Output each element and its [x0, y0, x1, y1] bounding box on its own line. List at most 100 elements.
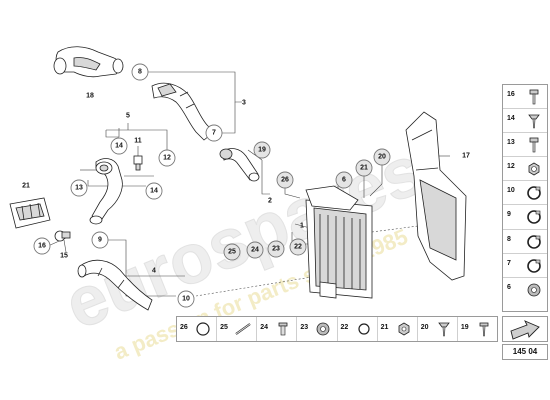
legend-number: 6 — [507, 283, 511, 291]
svg-text:19: 19 — [258, 147, 266, 154]
hose-clamp-icon — [527, 258, 541, 273]
svg-text:6: 6 — [342, 177, 346, 184]
legend-item[interactable]: 10 — [503, 181, 547, 206]
callout-26[interactable]: 26 — [276, 171, 294, 189]
label-11: 11 — [134, 138, 142, 145]
torx-bolt-icon — [529, 89, 539, 105]
next-page-button[interactable] — [502, 316, 548, 342]
screw-icon — [479, 322, 489, 337]
legend-item[interactable]: 21 — [378, 317, 418, 341]
nut-icon — [528, 162, 540, 176]
grommet-icon — [527, 283, 541, 297]
callout-14[interactable]: 14 — [110, 137, 128, 155]
callout-25[interactable]: 25 — [223, 243, 241, 261]
callout-6[interactable]: 6 — [335, 171, 353, 189]
svg-text:21: 21 — [360, 165, 368, 172]
callout-22[interactable]: 22 — [289, 238, 307, 256]
label-4: 4 — [152, 268, 156, 275]
svg-text:14: 14 — [115, 143, 123, 150]
callout-10[interactable]: 10 — [177, 290, 195, 308]
part-18-intake-duct — [53, 46, 124, 78]
o-ring-icon — [357, 323, 370, 335]
label-3: 3 — [242, 100, 246, 107]
legend-number: 22 — [340, 324, 349, 331]
legend-item[interactable]: 22 — [338, 317, 378, 341]
legend-item[interactable]: 20 — [418, 317, 458, 341]
legend-item[interactable]: 7 — [503, 254, 547, 278]
plain-label-list: 18 3 5 11 21 15 4 2 1 17 — [22, 93, 470, 275]
legend-number: 26 — [180, 324, 188, 331]
legend-item[interactable]: 16 — [503, 85, 547, 110]
hose-clamp-icon — [527, 186, 541, 201]
legend-number: 14 — [507, 115, 515, 123]
callout-21[interactable]: 21 — [355, 159, 373, 177]
part-21-sensor-housing — [9, 197, 51, 229]
callout-9[interactable]: 9 — [91, 231, 109, 249]
svg-text:16: 16 — [38, 243, 46, 250]
legend-item[interactable]: 24 — [257, 317, 298, 341]
label-18: 18 — [86, 93, 94, 100]
legend-number: 8 — [507, 235, 511, 243]
part-1-intercooler — [305, 185, 373, 299]
nut-icon — [398, 322, 410, 336]
callout-8[interactable]: 8 — [131, 63, 149, 81]
callout-list: 8 7 14 12 13 14 16 9 10 19 26 6 21 20 25… — [33, 63, 391, 308]
callout-7[interactable]: 7 — [205, 124, 223, 142]
legend-item[interactable]: 9 — [503, 205, 547, 230]
callout-16[interactable]: 16 — [33, 237, 51, 255]
callout-12[interactable]: 12 — [158, 149, 176, 167]
svg-text:22: 22 — [294, 244, 302, 251]
part-11-sensor — [133, 155, 143, 171]
label-2: 2 — [268, 198, 272, 205]
svg-text:13: 13 — [75, 185, 83, 192]
callout-24[interactable]: 24 — [246, 241, 264, 259]
pin-icon — [235, 323, 251, 335]
screw-icon — [528, 114, 540, 129]
hose-clamp-icon — [527, 210, 541, 225]
o-ring-icon — [196, 322, 210, 336]
legend-item[interactable]: 19 — [458, 317, 497, 341]
callout-13[interactable]: 13 — [70, 179, 88, 197]
svg-text:23: 23 — [272, 246, 280, 253]
bushing-icon — [278, 322, 288, 336]
legend-item[interactable]: 6 — [503, 278, 547, 302]
label-1: 1 — [300, 223, 304, 230]
callout-14-lower[interactable]: 14 — [145, 182, 163, 200]
svg-text:12: 12 — [163, 155, 171, 162]
legend-number: 16 — [507, 91, 515, 98]
legend-number: 19 — [460, 324, 469, 331]
legend-number: 13 — [507, 139, 515, 147]
legend-item[interactable]: 23 — [297, 317, 338, 341]
part-2-connector-pipe — [219, 148, 260, 182]
legend-item[interactable]: 8 — [503, 230, 547, 254]
part-5-throttle-pipe — [89, 158, 123, 225]
label-15: 15 — [60, 253, 68, 260]
svg-text:10: 10 — [182, 296, 190, 303]
legend-number: 10 — [507, 187, 515, 195]
legend-item[interactable]: 25 — [217, 317, 258, 341]
side-parts-legend: 16 14 13 12 10 9 8 7 6 — [502, 84, 548, 312]
legend-item[interactable]: 12 — [503, 157, 547, 182]
legend-number: 24 — [260, 324, 269, 331]
svg-text:25: 25 — [228, 249, 236, 256]
legend-item[interactable]: 13 — [503, 133, 547, 158]
callout-23[interactable]: 23 — [267, 240, 285, 258]
callout-19[interactable]: 19 — [253, 141, 271, 159]
bottom-parts-legend: 26 25 24 23 22 21 20 19 — [176, 316, 498, 342]
grommet-icon — [316, 322, 330, 336]
label-17: 17 — [462, 153, 470, 160]
screw-icon — [437, 322, 450, 337]
legend-number: 12 — [507, 163, 515, 171]
svg-text:24: 24 — [251, 247, 259, 254]
svg-text:20: 20 — [378, 154, 386, 161]
legend-number: 20 — [420, 324, 429, 331]
next-arrow-icon — [510, 320, 540, 340]
svg-text:8: 8 — [138, 69, 142, 76]
callout-20[interactable]: 20 — [373, 148, 391, 166]
part-15-clip — [54, 230, 71, 242]
legend-item[interactable]: 14 — [503, 109, 547, 134]
legend-number: 23 — [300, 324, 309, 331]
legend-item[interactable]: 26 — [177, 317, 218, 341]
